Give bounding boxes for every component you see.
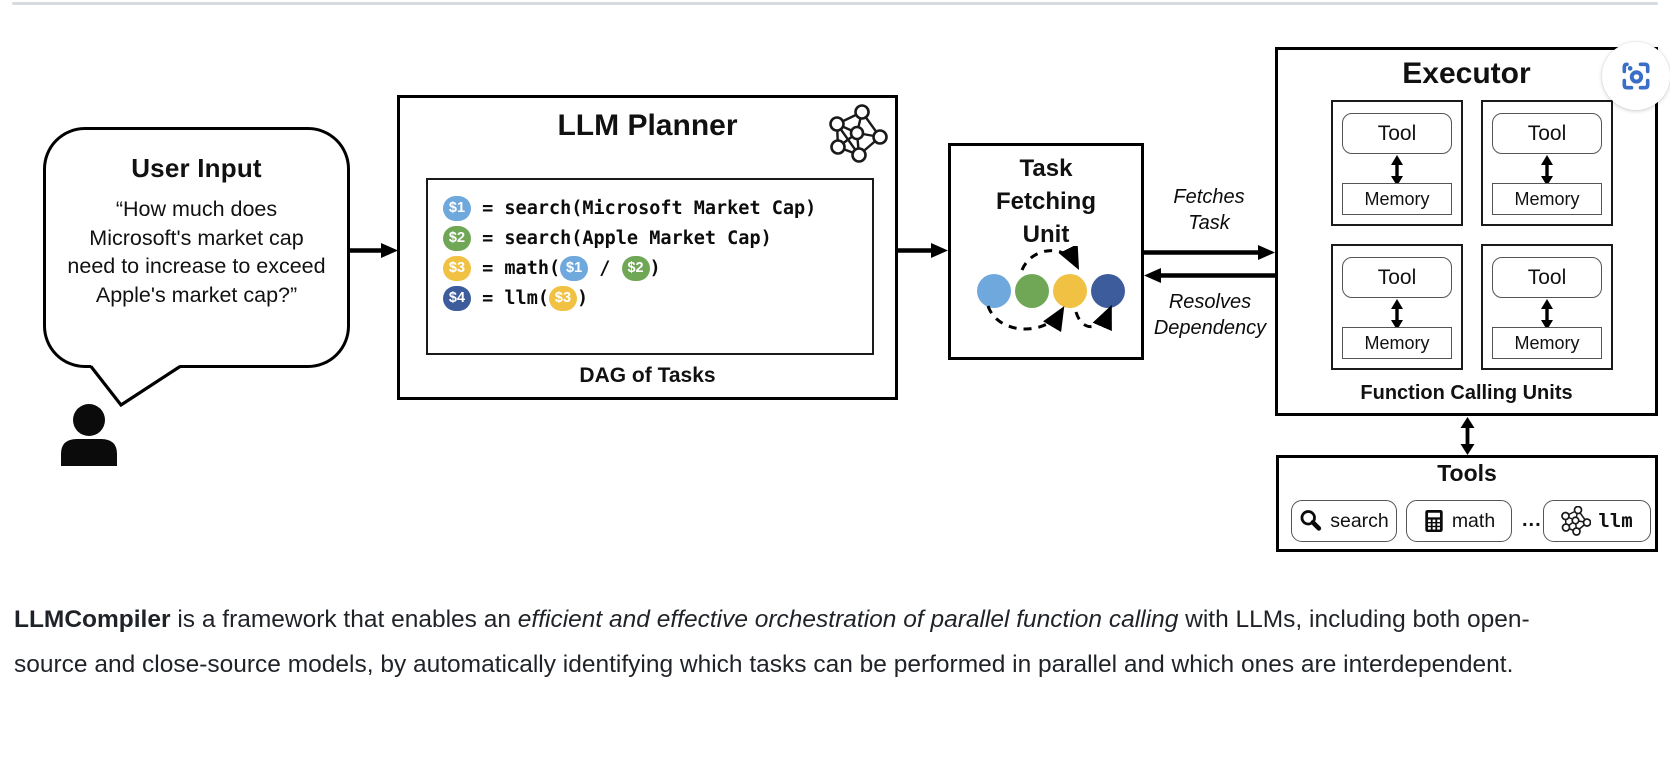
dag-code: $1 = search(Microsoft Market Cap)$2 = se…	[426, 178, 874, 355]
memory-box: Memory	[1342, 183, 1452, 215]
speech-bubble-tail	[89, 365, 181, 408]
tools-box: Tools search math ...	[1276, 455, 1658, 552]
tfu-title-line: Fetching	[996, 188, 1096, 215]
magnifier-icon	[1300, 510, 1322, 531]
calculator-icon	[1425, 510, 1443, 532]
flow-label-line: Fetches	[1173, 186, 1245, 208]
lens-scan-icon	[1622, 62, 1650, 90]
tfu-title-line: Task	[1019, 155, 1073, 182]
quote-line: need to increase to exceed	[67, 254, 326, 278]
code-text: )	[576, 287, 589, 309]
tool-pill-math: math	[1406, 500, 1512, 542]
code-text: /	[588, 257, 622, 279]
code-line: $1 = search(Microsoft Market Cap)	[443, 193, 872, 223]
tools-title: Tools	[1437, 460, 1497, 486]
flow-label-line: Dependency	[1153, 317, 1267, 339]
user-input-title: User Input	[131, 153, 262, 183]
tool-pill-label: math	[1451, 509, 1496, 532]
resolves-dependency-label: Resolves Dependency	[1139, 289, 1281, 341]
llm-planner-box: LLM Planner $1 = search(Microsoft Market…	[397, 95, 898, 400]
task-badge: $2	[621, 255, 650, 281]
user-input-bubble: User Input “How much does Microsoft's ma…	[43, 127, 350, 368]
tool-box: Tool	[1492, 257, 1602, 298]
executor-title: Executor	[1402, 57, 1531, 90]
flow-label-line: Resolves	[1168, 291, 1252, 313]
flow-label-line: Task	[1188, 212, 1230, 234]
paragraph-segment: LLMCompiler	[14, 605, 171, 633]
code-text: = search(Microsoft Market Cap)	[471, 197, 817, 219]
function-calling-unit: Tool Memory	[1331, 244, 1463, 370]
function-calling-unit: Tool Memory	[1481, 100, 1613, 226]
memory-box: Memory	[1492, 183, 1602, 215]
tool-box: Tool	[1342, 113, 1452, 154]
llm-planner-title: LLM Planner	[557, 109, 738, 142]
task-fetching-unit-box: Task Fetching Unit	[948, 143, 1144, 360]
arrow-resolves-dependency	[1144, 268, 1275, 283]
tools-ellipsis: ...	[1522, 509, 1542, 531]
lens-search-button[interactable]	[1602, 42, 1670, 110]
memory-box: Memory	[1492, 327, 1602, 359]
person-icon	[61, 404, 117, 466]
quote-line: Apple's market cap?”	[95, 282, 298, 307]
tfu-title-line: Unit	[1022, 221, 1070, 248]
description-paragraph: LLMCompiler is a framework that enables …	[14, 597, 1542, 688]
arrow-user-to-planner	[350, 243, 398, 258]
function-calling-unit: Tool Memory	[1481, 244, 1613, 370]
task-badge: $3	[443, 255, 471, 281]
tool-box: Tool	[1342, 257, 1452, 298]
user-input-quote: “How much does Microsoft's market cap ne…	[46, 195, 347, 309]
dag-caption: DAG of Tasks	[579, 364, 716, 387]
arrow-executor-tools	[1460, 417, 1475, 455]
code-line: $2 = search(Apple Market Cap)	[443, 223, 872, 253]
code-line: $3 = math($1 / $2)	[443, 253, 872, 283]
neural-network-icon	[829, 104, 888, 163]
top-divider	[12, 2, 1658, 5]
arrow-planner-to-fetcher	[898, 243, 948, 258]
executor-box: Executor Tool Memory Tool Memory Tool Me…	[1275, 47, 1658, 416]
tool-memory-arrow	[1391, 155, 1403, 186]
fetches-task-label: Fetches Task	[1149, 184, 1269, 236]
code-line: $4 = llm($3)	[443, 283, 872, 313]
task-badge: $1	[560, 255, 589, 281]
tool-memory-arrow	[1541, 299, 1553, 330]
tool-pill-search: search	[1291, 500, 1397, 542]
task-badge: $3	[548, 285, 577, 311]
neural-network-icon	[1561, 506, 1592, 536]
task-badge: $1	[443, 195, 471, 221]
paragraph-segment: efficient and effective orchestration of…	[517, 605, 1179, 633]
task-badge: $4	[443, 285, 471, 311]
tool-pill-label: llm	[1598, 510, 1633, 532]
tool-memory-arrow	[1541, 155, 1553, 186]
executor-caption: Function Calling Units	[1360, 382, 1573, 404]
tool-memory-arrow	[1391, 299, 1403, 330]
quote-line: “How much does	[115, 197, 278, 221]
tool-pill-llm: llm	[1543, 500, 1651, 542]
code-text: = math(	[471, 257, 561, 279]
task-badge: $2	[443, 225, 471, 251]
function-calling-unit: Tool Memory	[1331, 100, 1463, 226]
tool-pill-label: search	[1330, 509, 1389, 532]
code-text: = search(Apple Market Cap)	[471, 227, 772, 249]
task-queue-circles	[977, 246, 1125, 333]
arrow-fetches-task	[1144, 245, 1275, 260]
code-text: = llm(	[471, 287, 549, 309]
tool-box: Tool	[1492, 113, 1602, 154]
paragraph-segment: is a framework that enables an	[170, 605, 518, 633]
task-fetching-unit-title: Task Fetching Unit	[951, 152, 1141, 251]
memory-box: Memory	[1342, 327, 1452, 359]
quote-line: Microsoft's market cap	[89, 225, 304, 250]
paragraph-segment: with LLMs, including both open-source an…	[14, 605, 1530, 679]
code-text: )	[649, 257, 661, 279]
